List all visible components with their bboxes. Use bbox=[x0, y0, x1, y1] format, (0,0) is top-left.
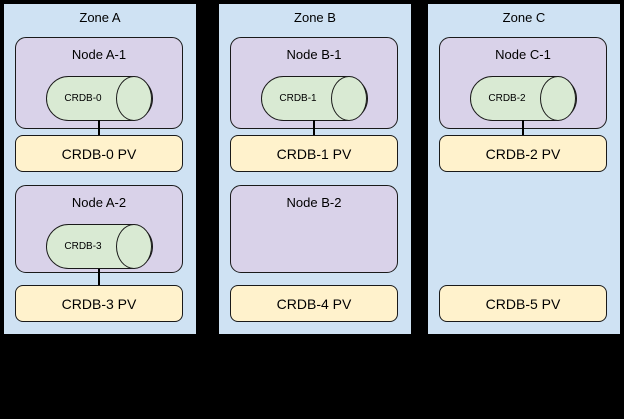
pv-label: CRDB-4 PV bbox=[276, 295, 352, 312]
node-label: Node B-1 bbox=[286, 47, 342, 62]
pv-box: CRDB-1 PV bbox=[230, 135, 398, 172]
pv-label: CRDB-0 PV bbox=[61, 145, 137, 162]
crdb-pod-cylinder: CRDB-0 bbox=[46, 76, 153, 121]
connector-line bbox=[522, 120, 524, 136]
node-label: Node B-2 bbox=[286, 195, 342, 210]
cylinder-label: CRDB-2 bbox=[488, 93, 526, 104]
connector-line bbox=[313, 120, 315, 136]
pv-box: CRDB-5 PV bbox=[439, 285, 607, 322]
node-label: Node A-1 bbox=[71, 47, 127, 62]
node-label: Node A-2 bbox=[71, 195, 127, 210]
cylinder-label: CRDB-1 bbox=[279, 93, 317, 104]
pv-label: CRDB-1 PV bbox=[276, 145, 352, 162]
zone-label: Zone B bbox=[294, 10, 336, 25]
cylinder-cap-ellipse bbox=[116, 224, 152, 269]
pv-label: CRDB-3 PV bbox=[61, 295, 137, 312]
zone-c: Zone C Node C-1 CRDB-2 CRDB-2 PV CRDB-5 … bbox=[426, 2, 622, 336]
cylinder-cap-ellipse bbox=[116, 76, 152, 121]
pv-label: CRDB-2 PV bbox=[485, 145, 561, 162]
node-box-b1: Node B-1 CRDB-1 bbox=[230, 37, 398, 129]
cylinder-cap-ellipse bbox=[331, 76, 367, 121]
cylinder-label: CRDB-3 bbox=[64, 241, 102, 252]
zone-label: Zone A bbox=[79, 10, 121, 25]
connector-line bbox=[98, 269, 100, 286]
zone-label: Zone C bbox=[502, 10, 546, 25]
cylinder-label: CRDB-0 bbox=[64, 93, 102, 104]
node-box-a1: Node A-1 CRDB-0 bbox=[15, 37, 183, 129]
node-box-b2-empty: Node B-2 bbox=[230, 185, 398, 273]
pv-box: CRDB-3 PV bbox=[15, 285, 183, 322]
node-label: Node C-1 bbox=[495, 47, 551, 62]
crdb-pod-cylinder: CRDB-3 bbox=[46, 224, 153, 269]
node-box-a2: Node A-2 CRDB-3 bbox=[15, 185, 183, 273]
pv-box: CRDB-0 PV bbox=[15, 135, 183, 172]
node-box-c1: Node C-1 CRDB-2 bbox=[439, 37, 607, 129]
zone-b: Zone B Node B-1 CRDB-1 CRDB-1 PV Node B-… bbox=[217, 2, 413, 336]
zone-a: Zone A Node A-1 CRDB-0 CRDB-0 PV Node A-… bbox=[2, 2, 198, 336]
pv-label: CRDB-5 PV bbox=[485, 295, 561, 312]
pv-box: CRDB-4 PV bbox=[230, 285, 398, 322]
crdb-pod-cylinder: CRDB-1 bbox=[261, 76, 368, 121]
pv-box: CRDB-2 PV bbox=[439, 135, 607, 172]
connector-line bbox=[98, 120, 100, 136]
crdb-pod-cylinder: CRDB-2 bbox=[470, 76, 577, 121]
cylinder-cap-ellipse bbox=[540, 76, 576, 121]
